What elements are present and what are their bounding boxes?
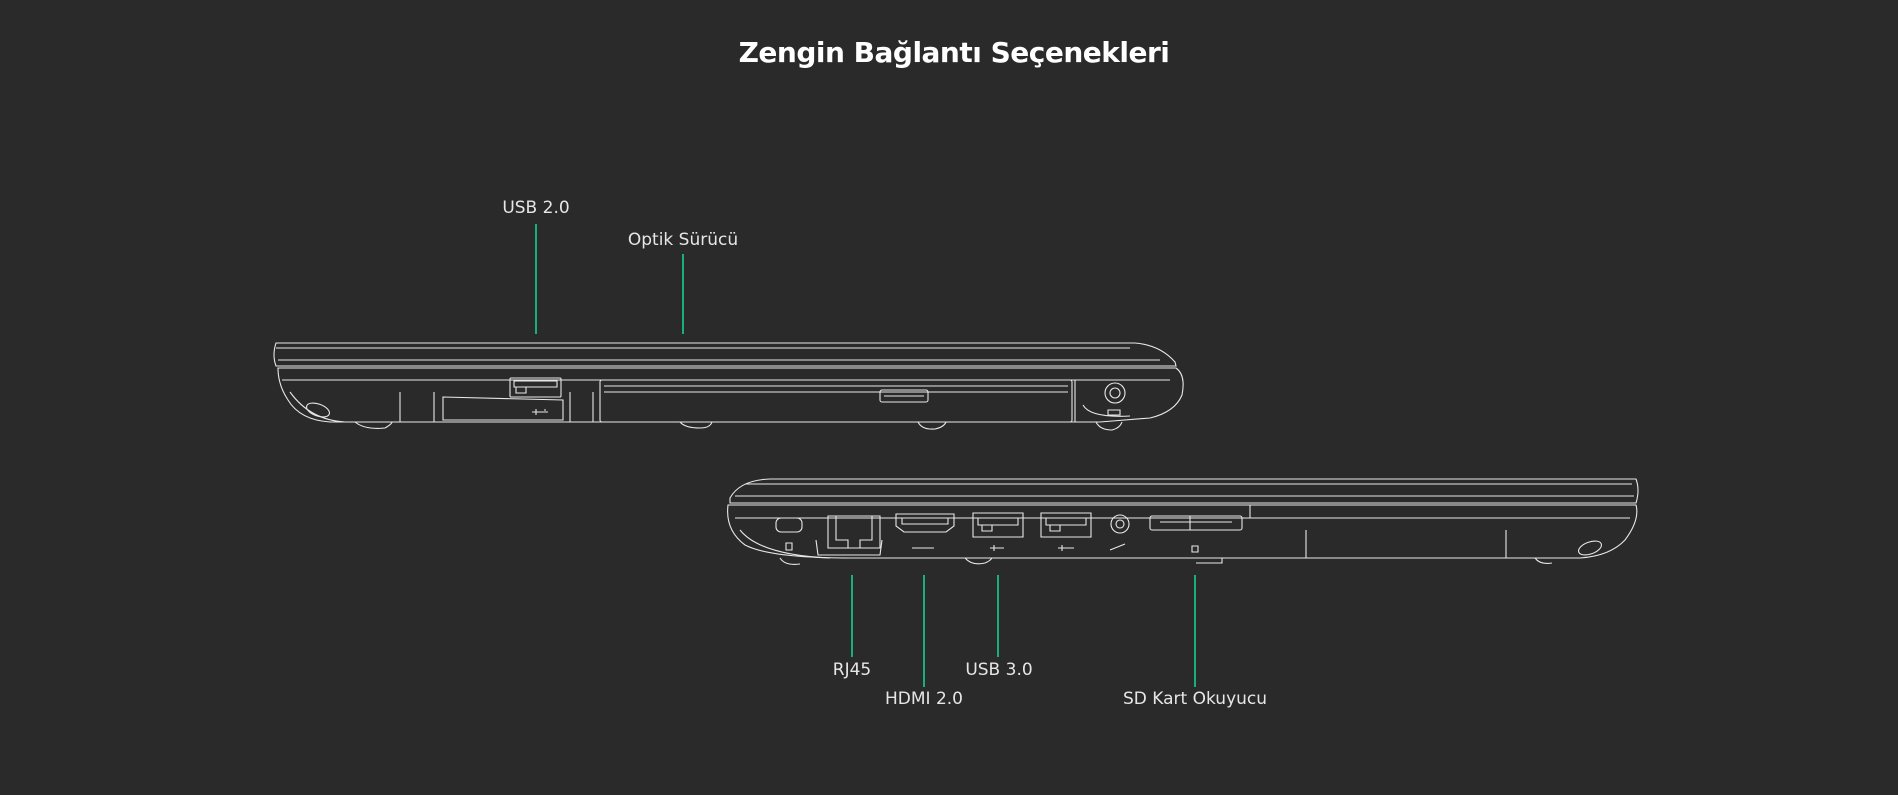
page-title: Zengin Bağlantı Seçenekleri <box>738 36 1170 69</box>
lock-slot <box>1105 383 1125 403</box>
usb3-label: USB 3.0 <box>965 660 1033 680</box>
base-outline <box>278 368 1183 422</box>
hdmi-label: HDMI 2.0 <box>885 689 963 709</box>
hdmi-leader-line <box>923 575 925 687</box>
optical-drive-label: Optik Sürücü <box>627 230 739 250</box>
usb2-leader-line <box>535 224 537 334</box>
sd-leader-line <box>1194 575 1196 687</box>
sd-card-reader-label: SD Kart Okuyucu <box>1122 689 1268 709</box>
rj45-leader-line <box>851 575 853 657</box>
rj45-label: RJ45 <box>832 660 872 680</box>
usb2-port <box>510 378 561 397</box>
usb2-label: USB 2.0 <box>502 198 570 218</box>
lid-outline <box>274 343 1176 366</box>
optical-drive-tray <box>600 380 1072 422</box>
usb3-leader-line <box>997 575 999 657</box>
optical-leader-line <box>682 254 684 334</box>
